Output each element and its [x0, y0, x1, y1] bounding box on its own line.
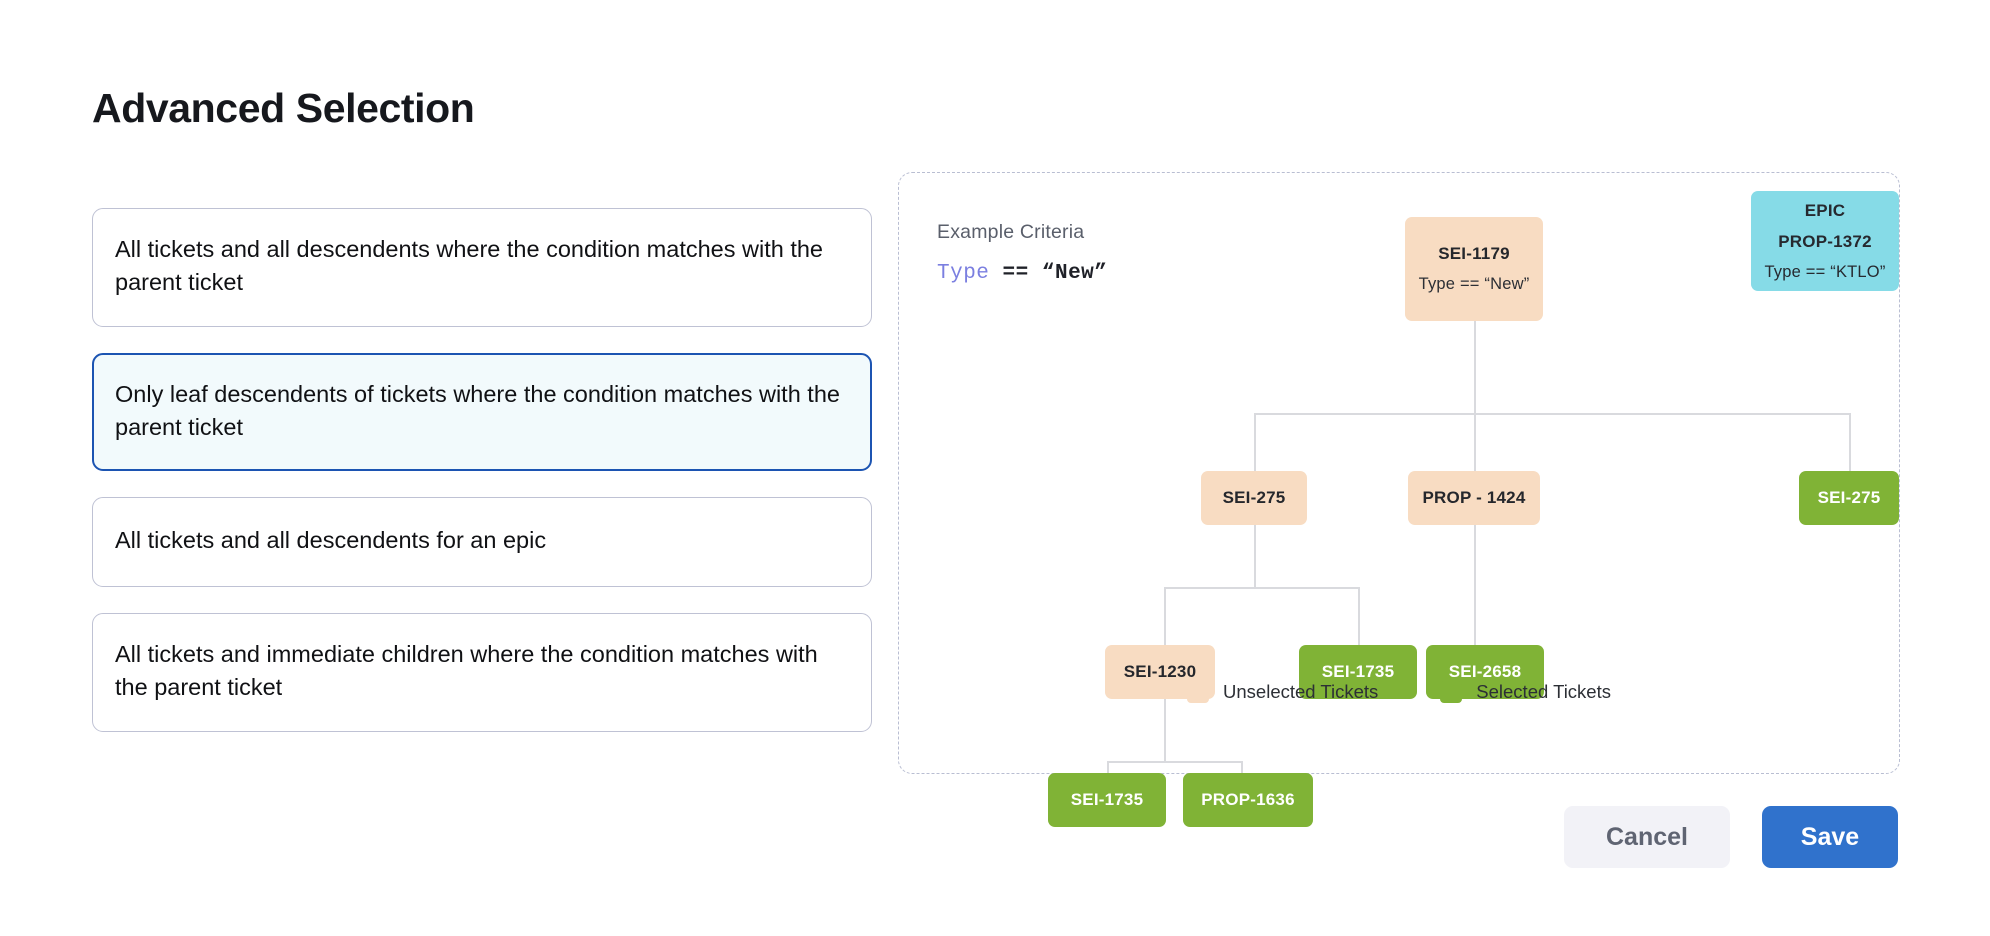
criteria-block: Example Criteria Type == “New” — [937, 221, 1107, 285]
connector-sei275-stem — [1254, 525, 1256, 587]
node-label: SEI-275 — [1817, 488, 1881, 507]
option-label: All tickets and all descendents where th… — [115, 236, 824, 296]
connector-root-stem — [1474, 321, 1476, 413]
diagram-legend: Unselected Tickets Selected Tickets — [899, 681, 1899, 703]
diagram-node-r2c3[interactable]: SEI-275 — [1799, 471, 1899, 525]
page-title: Advanced Selection — [92, 85, 475, 132]
diagram-node-r3c3[interactable]: SEI-2658 — [1426, 645, 1544, 699]
criteria-expression: Type == “New” — [937, 262, 1107, 285]
legend-label: Selected Tickets — [1476, 681, 1611, 702]
node-label: PROP-1636 — [1201, 790, 1295, 809]
legend-swatch-selected-icon — [1440, 681, 1463, 703]
example-diagram-panel: Example Criteria Type == “New” SEI-1179 … — [898, 172, 1900, 827]
node-label: PROP-1372 — [1778, 231, 1872, 251]
connector-row2-drop-2 — [1474, 413, 1476, 471]
diagram-node-r4c2[interactable]: PROP-1636 — [1183, 773, 1313, 827]
legend-label: Unselected Tickets — [1223, 681, 1379, 702]
diagram-node-epic[interactable]: EPIC PROP-1372 Type == “KTLO” — [1751, 191, 1899, 291]
legend-item-selected: Selected Tickets — [1440, 681, 1611, 703]
legend-swatch-unselected-icon — [1187, 681, 1210, 703]
diagram-node-r3c2[interactable]: SEI-1735 — [1299, 645, 1417, 699]
node-label: PROP - 1424 — [1422, 488, 1526, 507]
node-label: SEI-1179 — [1438, 244, 1510, 263]
diagram-node-root[interactable]: SEI-1179 Type == “New” — [1405, 217, 1543, 321]
footer-actions: Cancel Save — [1564, 806, 1898, 868]
criteria-value: “New” — [1041, 262, 1108, 285]
diagram-node-r2c1[interactable]: SEI-275 — [1201, 471, 1307, 525]
node-label: SEI-1735 — [1321, 662, 1395, 681]
option-card-all-descendents-epic[interactable]: All tickets and all descendents for an e… — [92, 497, 872, 587]
diagram-node-r2c2[interactable]: PROP - 1424 — [1408, 471, 1540, 525]
node-sublabel: Type == “KTLO” — [1764, 262, 1886, 281]
diagram-node-r3c1[interactable]: SEI-1230 — [1105, 645, 1215, 699]
node-label: SEI-275 — [1222, 488, 1286, 507]
connector-prop1424-to-sei2658 — [1474, 525, 1476, 645]
connector-sei1230-stem — [1164, 699, 1166, 761]
criteria-label: Example Criteria — [937, 221, 1085, 243]
connector-row2-drop-1 — [1254, 413, 1256, 471]
connector-row3-drop-1 — [1164, 587, 1166, 645]
diagram-node-r4c1[interactable]: SEI-1735 — [1048, 773, 1166, 827]
option-card-only-leaf-descendents-condition[interactable]: Only leaf descendents of tickets where t… — [92, 352, 872, 472]
node-title: EPIC — [1804, 200, 1846, 220]
criteria-operator: == — [1002, 262, 1029, 285]
connector-row2-drop-3 — [1849, 413, 1851, 471]
selection-options-list: All tickets and all descendents where th… — [92, 208, 872, 758]
option-label: Only leaf descendents of tickets where t… — [115, 380, 840, 441]
legend-item-unselected: Unselected Tickets — [1187, 681, 1378, 703]
connector-row2-bus — [1254, 413, 1850, 415]
connector-row4-bus — [1107, 761, 1242, 763]
node-label: SEI-1735 — [1070, 790, 1144, 809]
criteria-field: Type — [937, 262, 990, 285]
option-label: All tickets and immediate children where… — [115, 640, 818, 701]
option-card-all-descendents-condition[interactable]: All tickets and all descendents where th… — [92, 208, 872, 327]
save-button[interactable]: Save — [1762, 806, 1898, 868]
cancel-button[interactable]: Cancel — [1564, 806, 1730, 868]
option-label: All tickets and all descendents for an e… — [115, 527, 547, 554]
connector-row3-drop-2 — [1358, 587, 1360, 645]
node-label: SEI-2658 — [1448, 662, 1522, 681]
node-sublabel: Type == “New” — [1418, 275, 1530, 293]
option-card-immediate-children-condition[interactable]: All tickets and immediate children where… — [92, 612, 872, 732]
node-label: SEI-1230 — [1123, 662, 1197, 681]
connector-row3-bus — [1164, 587, 1359, 589]
